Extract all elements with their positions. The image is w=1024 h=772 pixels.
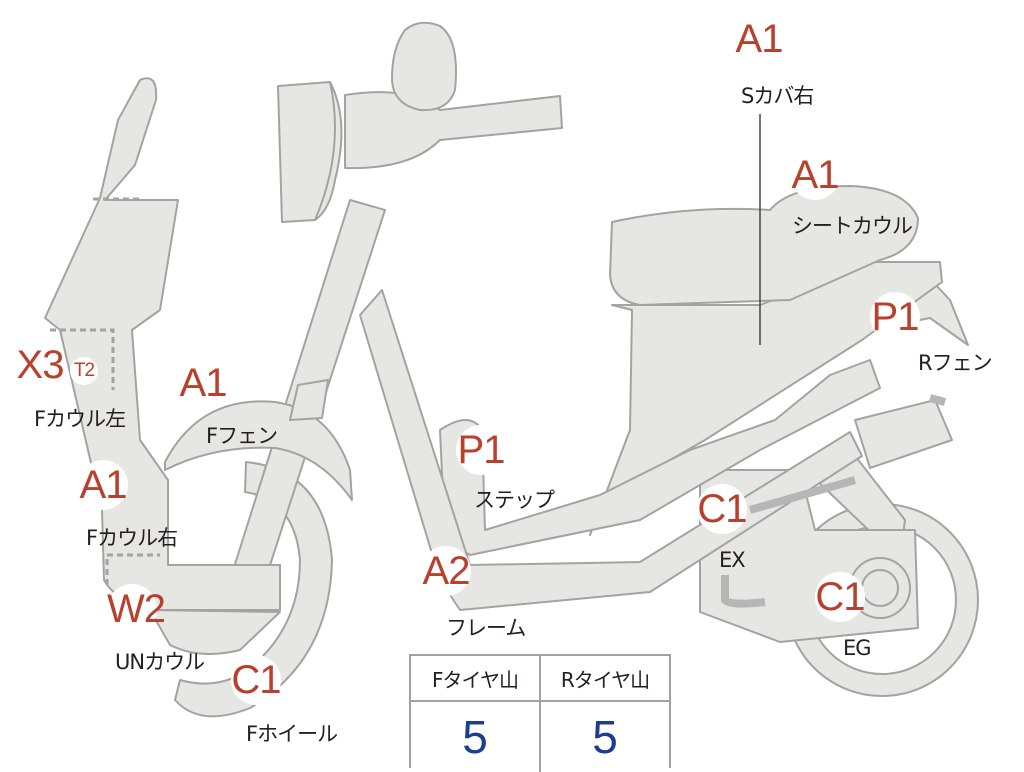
label-rear-fender: Rフェン	[918, 351, 993, 375]
front-wheel	[174, 461, 333, 718]
grade-badge-f-cowl-right: A1	[78, 460, 128, 510]
tire-header-rear: Rタイヤ山	[539, 656, 669, 700]
label-ex: EX	[719, 548, 746, 572]
grade-badge-seat-cowl: A1	[790, 150, 840, 200]
front-fender-shape	[164, 400, 353, 501]
step-shape	[439, 359, 881, 556]
label-front-fender: Fフェン	[206, 424, 278, 448]
label-eg: EG	[843, 636, 872, 660]
tire-value-rear: 5	[539, 702, 669, 772]
grade-badge-f-cowl-left-sub: T2	[70, 357, 98, 385]
label-f-cowl-left: Fカウル左	[34, 407, 126, 431]
grade-badge-un-cowl: W2	[107, 584, 166, 634]
grade-badge-rear-fender: P1	[870, 292, 920, 342]
label-f-cowl-right: Fカウル右	[86, 526, 178, 550]
handlebar	[344, 91, 563, 170]
label-seat-cowl: シートカウル	[792, 214, 913, 238]
grade-badge-frame: A2	[421, 546, 471, 596]
tire-table-value-row: 5 5	[411, 702, 669, 772]
label-step: ステップ	[474, 488, 555, 512]
grade-badge-s-cover-right: A1	[734, 14, 784, 64]
tire-tread-table: Fタイヤ山 Rタイヤ山 5 5	[409, 654, 671, 772]
grade-badge-step: P1	[456, 425, 506, 475]
tire-header-front: Fタイヤ山	[432, 667, 519, 692]
label-frame: フレーム	[446, 616, 526, 640]
grade-badge-f-cowl-left: X3	[15, 340, 65, 390]
grade-badge-ex: C1	[697, 484, 748, 534]
tire-table-header-row: Fタイヤ山 Rタイヤ山	[411, 656, 669, 702]
seat-shape	[609, 185, 919, 306]
label-s-cover-right: Sカバ右	[741, 84, 814, 108]
label-un-cowl: UNカウル	[115, 650, 205, 674]
headlight	[277, 81, 343, 223]
label-f-wheel: Fホイール	[246, 722, 338, 746]
grade-badge-eg: C1	[815, 572, 866, 622]
mirror	[391, 21, 457, 112]
under-cowl-shape	[149, 609, 281, 655]
grade-badge-f-wheel: C1	[231, 655, 282, 705]
exhaust-pipe	[721, 575, 766, 608]
tire-value-front: 5	[462, 711, 488, 763]
rear-shock	[854, 399, 953, 469]
grade-badge-front-fender: A1	[178, 358, 228, 408]
